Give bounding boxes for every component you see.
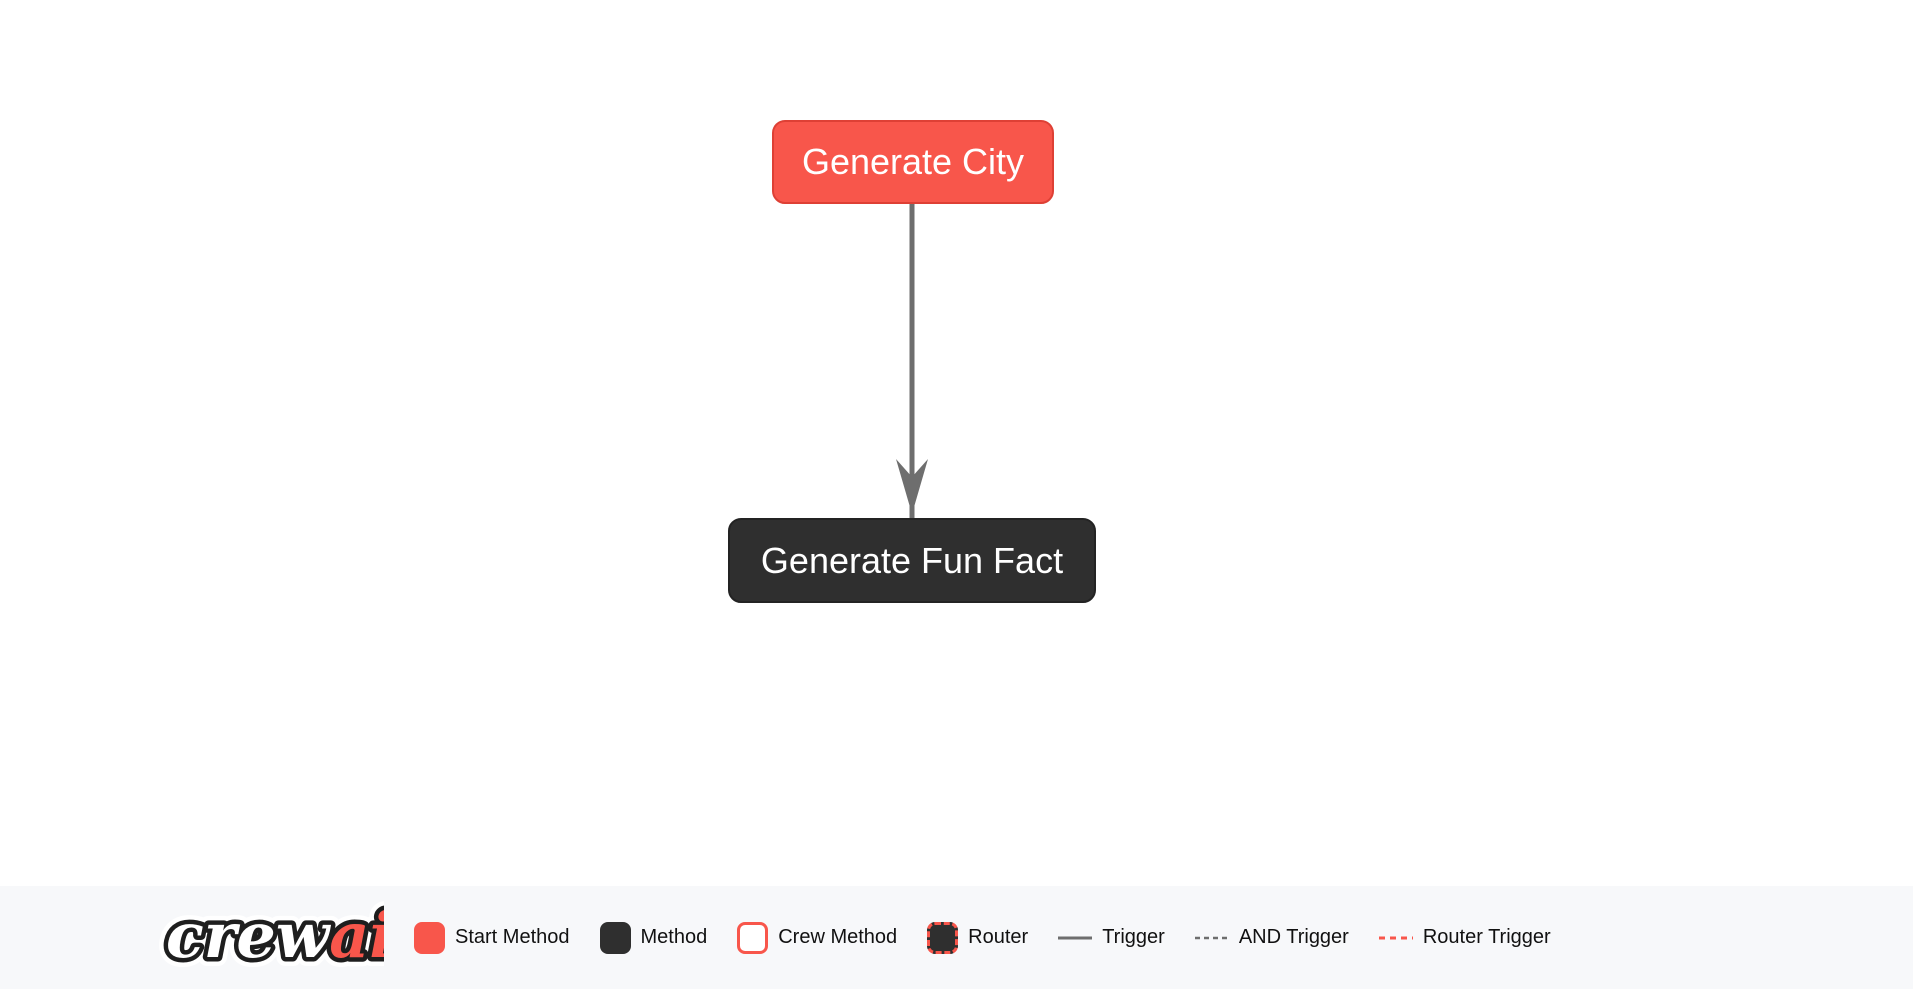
legend-label: AND Trigger (1238, 926, 1349, 948)
legend-label: Router Trigger (1422, 926, 1551, 948)
crew-method-swatch-icon (737, 921, 769, 954)
flow-canvas[interactable]: Generate City Generate Fun Fact (0, 0, 1913, 886)
logo-text: crewai (166, 899, 384, 972)
legend-item-router-trigger: Router Trigger (1378, 926, 1551, 949)
logo-inner-outline: crewai (166, 899, 384, 972)
method-swatch-icon (599, 921, 631, 954)
logo-text-crew: crew (166, 899, 332, 972)
arrowhead-icon (896, 459, 928, 514)
legend-item-trigger: Trigger (1058, 926, 1165, 949)
node-generate-fun-fact[interactable]: Generate Fun Fact (728, 518, 1096, 603)
and-trigger-line-icon (1194, 936, 1229, 939)
legend-label: Method (640, 926, 708, 948)
trigger-edge[interactable] (875, 200, 949, 522)
legend-item-and-trigger: AND Trigger (1194, 926, 1349, 949)
legend-label: Crew Method (778, 926, 898, 948)
legend-label: Start Method (455, 926, 570, 948)
router-swatch-icon (927, 921, 959, 954)
router-trigger-line-icon (1378, 936, 1413, 939)
start-method-swatch-icon (414, 921, 445, 954)
legend-item-router: Router (927, 921, 1029, 954)
legend-item-start-method: Start Method (414, 921, 570, 954)
legend-bar: crewai crewai crewai Start Method Method… (0, 886, 1913, 989)
legend-item-crew-method: Crew Method (737, 921, 898, 954)
legend-label: Router (968, 926, 1029, 948)
logo-text-ai: ai (329, 899, 384, 972)
legend-item-method: Method (599, 921, 708, 954)
node-generate-city[interactable]: Generate City (772, 120, 1054, 204)
trigger-line-icon (1058, 936, 1093, 939)
legend-label: Trigger (1102, 926, 1165, 948)
logo-outer-outline: crewai (166, 899, 384, 972)
crewai-logo: crewai crewai crewai (158, 897, 384, 979)
